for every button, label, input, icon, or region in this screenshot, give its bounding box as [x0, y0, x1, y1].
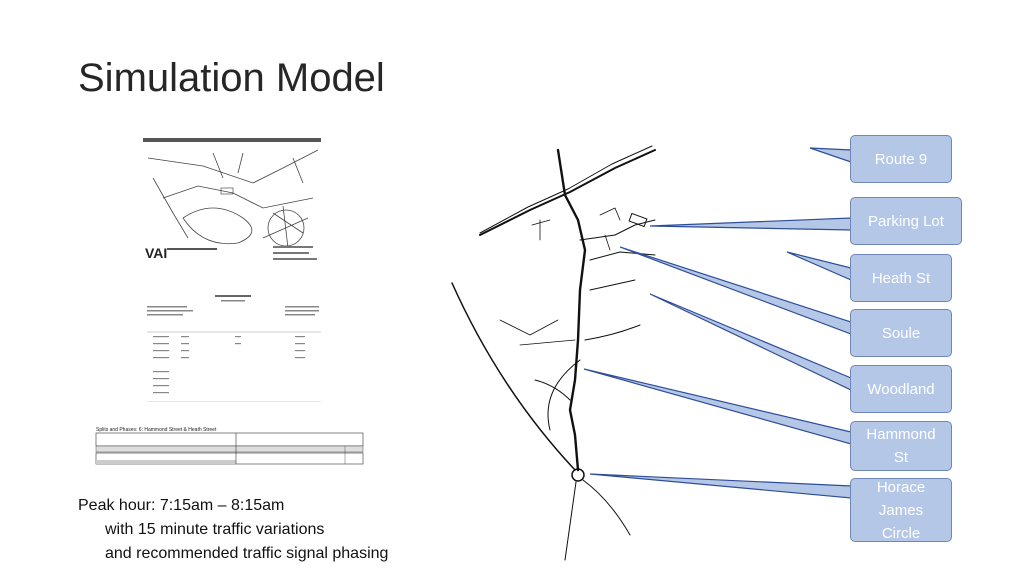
callout-parking-lot: Parking Lot: [850, 197, 962, 245]
traffic-count-report-thumbnail: [145, 292, 323, 402]
callout-heath-st: Heath St: [850, 254, 952, 302]
callout-woodland: Woodland: [850, 365, 952, 413]
callout-horace-james-circle: Horace James Circle: [850, 478, 952, 542]
traffic-variation-text: with 15 minute traffic variations: [105, 521, 325, 538]
road-network-map: [451, 145, 656, 561]
svg-text:VAI: VAI: [145, 245, 167, 261]
peak-hour-text: Peak hour: 7:15am – 8:15am: [78, 497, 285, 514]
callout-hammond-st: Hammond St: [850, 421, 952, 471]
network-map-thumbnail: VAI: [143, 138, 321, 266]
signal-phasing-thumbnail: Splits and Phases: 6: Hammond Street & H…: [95, 426, 365, 466]
phasing-title: Splits and Phases: 6: Hammond Street & H…: [96, 427, 217, 433]
callout-route-9: Route 9: [850, 135, 952, 183]
callout-soule: Soule: [850, 309, 952, 357]
signal-phasing-text: and recommended traffic signal phasing: [105, 545, 389, 562]
peak-hour-notes: Peak hour: 7:15am – 8:15am with 15 minut…: [78, 494, 388, 566]
slide-title: Simulation Model: [78, 56, 385, 100]
